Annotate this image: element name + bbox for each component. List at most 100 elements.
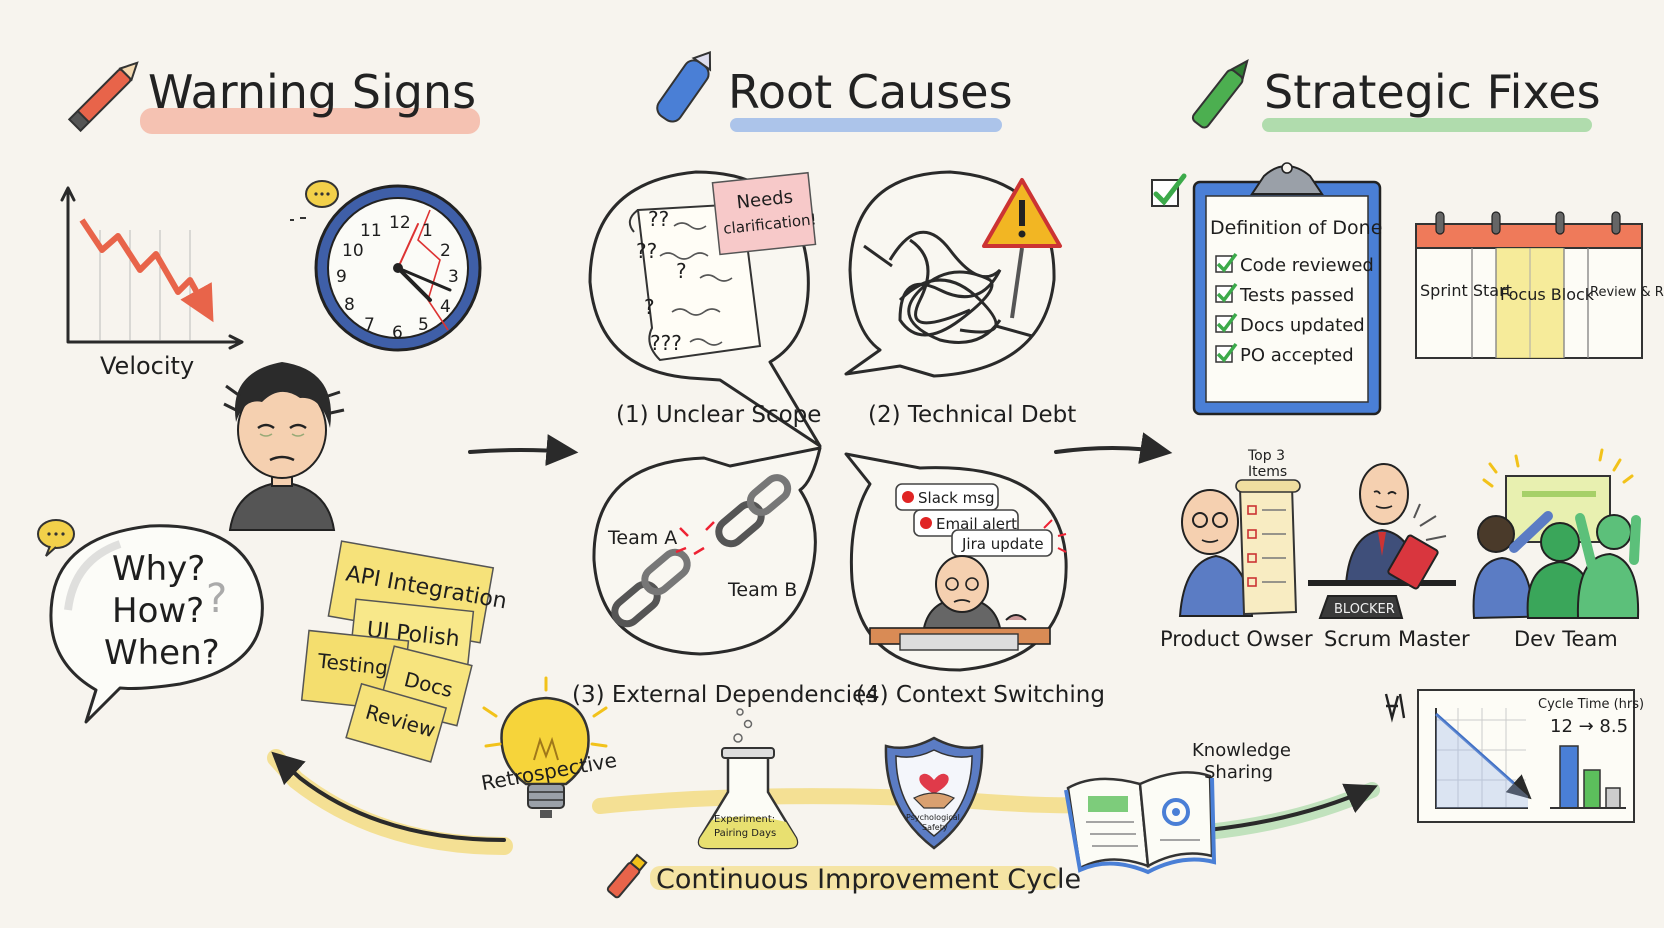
flask-icon xyxy=(697,708,799,850)
dod-item-label: Code reviewed xyxy=(1240,255,1374,276)
cycle-title: Continuous Improvement Cycle xyxy=(656,864,1081,895)
cause-label-context-switching: (4) Context Switching xyxy=(856,682,1105,708)
shield-icon xyxy=(884,736,984,850)
lightbulb-icon xyxy=(482,676,608,818)
developer-at-desk-icon xyxy=(869,555,1051,651)
calendar-focus-block: Focus Block xyxy=(1500,285,1595,304)
clock-number-5: 5 xyxy=(418,315,429,335)
velocity-label: Velocity xyxy=(100,352,194,380)
clock-number-3: 3 xyxy=(448,267,459,287)
doc-mark-3: ? xyxy=(676,259,687,283)
notification-jira: Jira update xyxy=(961,535,1044,553)
product-owner-icon xyxy=(1178,479,1301,617)
dod-item: PO accepted xyxy=(1215,342,1354,366)
clock-icon: 12 1 2 3 4 5 6 7 8 9 10 11 xyxy=(290,180,482,352)
cycle-path xyxy=(592,788,1118,814)
doc-mark-1: ?? xyxy=(648,207,669,231)
dod-item-label: Docs updated xyxy=(1240,315,1365,336)
clock-number-10: 10 xyxy=(342,241,364,261)
dod-title: Definition of Done xyxy=(1210,217,1382,239)
section-header-fixes: Strategic Fixes xyxy=(1191,58,1601,132)
cause-label-technical-debt: (2) Technical Debt xyxy=(868,402,1076,428)
tangled-wire-icon xyxy=(863,230,1033,344)
clock-number-12: 12 xyxy=(389,213,411,233)
cause-bubble-context-switching: Slack msg Email alert Jira update xyxy=(844,452,1068,672)
bubble-question-mark: ? xyxy=(206,576,227,622)
sticky-note-stack: API Integration UI Polish Testing Docs R… xyxy=(300,540,509,763)
calendar-review-retro: Review & Retro xyxy=(1590,285,1664,300)
blocker-block: BLOCKER xyxy=(1318,595,1404,619)
clock-number-8: 8 xyxy=(344,295,355,315)
dod-item: Docs updated xyxy=(1215,312,1365,336)
bubble-line-when: When? xyxy=(104,633,220,673)
cycle-bar xyxy=(1583,769,1601,809)
cause-bubble-technical-debt xyxy=(844,170,1062,378)
doc-mark-5: ??? xyxy=(650,331,682,355)
role-label-scrum-master: Scrum Master xyxy=(1324,627,1470,651)
warning-sign-icon xyxy=(982,178,1062,319)
dod-item-label: Tests passed xyxy=(1239,285,1354,306)
po-caption-line2: Items xyxy=(1248,464,1287,480)
safety-line1: Psychological xyxy=(906,813,960,822)
clock-number-11: 11 xyxy=(360,221,382,241)
broken-chain-icon xyxy=(611,474,792,628)
causes-title: Root Causes xyxy=(728,65,1013,119)
clock-number-9: 9 xyxy=(336,267,347,287)
bubble-line-why: Why? xyxy=(112,549,205,589)
cause-bubble-unclear-scope: ?? ?? ? ? ??? Needs clarification! xyxy=(588,170,822,448)
scrum-master-icon: BLOCKER xyxy=(1308,463,1456,619)
notification-icon xyxy=(895,483,1067,557)
notification-slack: Slack msg xyxy=(918,489,995,507)
cause-label-external-dependencies: (3) External Dependencies xyxy=(572,682,878,708)
causes-title-underline xyxy=(730,118,1002,132)
clock-numbers: 12 1 2 3 4 5 6 7 8 9 10 11 xyxy=(336,213,459,343)
cycle-title-group: Continuous Improvement Cycle xyxy=(606,853,1081,899)
clock-number-4: 4 xyxy=(440,297,451,317)
small-bubble-icon xyxy=(37,519,75,557)
cycle-bar xyxy=(1559,745,1579,809)
team-b-label: Team B xyxy=(727,579,797,601)
role-label-dev-team: Dev Team xyxy=(1514,627,1618,651)
warning-title: Warning Signs xyxy=(148,65,476,119)
arrow-cycle-to-fixes xyxy=(1206,783,1378,832)
arrow-causes-to-fixes xyxy=(1054,432,1173,464)
dod-item: Tests passed xyxy=(1215,282,1354,306)
clock-number-6: 6 xyxy=(392,323,403,343)
doc-mark-2: ?? xyxy=(636,239,657,263)
cause-bubble-external-dependencies xyxy=(592,446,822,656)
arrow-cycle-to-warning xyxy=(271,751,506,842)
marker-icon xyxy=(1191,58,1249,129)
role-label-product-owner: Product Owser xyxy=(1160,627,1313,651)
thought-bubble-icon xyxy=(290,180,339,221)
dod-item-label: PO accepted xyxy=(1240,345,1354,366)
speech-bubble-icon xyxy=(37,519,264,724)
calendar-icon xyxy=(1415,211,1643,359)
section-header-causes: Root Causes xyxy=(656,51,1013,132)
notification-email: Email alert xyxy=(936,515,1017,533)
knowledge-line1: Knowledge xyxy=(1192,740,1291,761)
calendar-sprint-start: Sprint Start xyxy=(1420,281,1512,300)
scroll-icon xyxy=(1235,479,1301,616)
experiment-line2: Pairing Days xyxy=(714,828,776,839)
line-chart-down-icon xyxy=(60,186,244,350)
po-caption-line1: Top 3 xyxy=(1247,448,1285,464)
cycle-bar xyxy=(1605,787,1621,809)
fixes-title: Strategic Fixes xyxy=(1264,65,1601,119)
doc-mark-4: ? xyxy=(644,295,655,319)
fixes-title-underline xyxy=(1262,118,1592,132)
cause-label-unclear-scope: (1) Unclear Scope xyxy=(616,402,821,428)
dev-team-icon xyxy=(1472,448,1641,620)
clock-number-1: 1 xyxy=(422,221,433,241)
bubble-line-how: How? xyxy=(112,591,204,631)
sticky-note-review: Review xyxy=(345,682,448,763)
dod-item: Code reviewed xyxy=(1215,252,1374,276)
cycle-time-value: 12 → 8.5 xyxy=(1550,716,1628,737)
stressed-person-icon xyxy=(223,362,345,531)
book-icon xyxy=(1064,771,1217,875)
team-a-label: Team A xyxy=(607,527,677,549)
experiment-line1: Experiment: xyxy=(714,814,775,825)
blocker-label: BLOCKER xyxy=(1334,602,1395,617)
arrow-warning-to-causes xyxy=(468,434,579,466)
pen-icon xyxy=(656,51,712,123)
